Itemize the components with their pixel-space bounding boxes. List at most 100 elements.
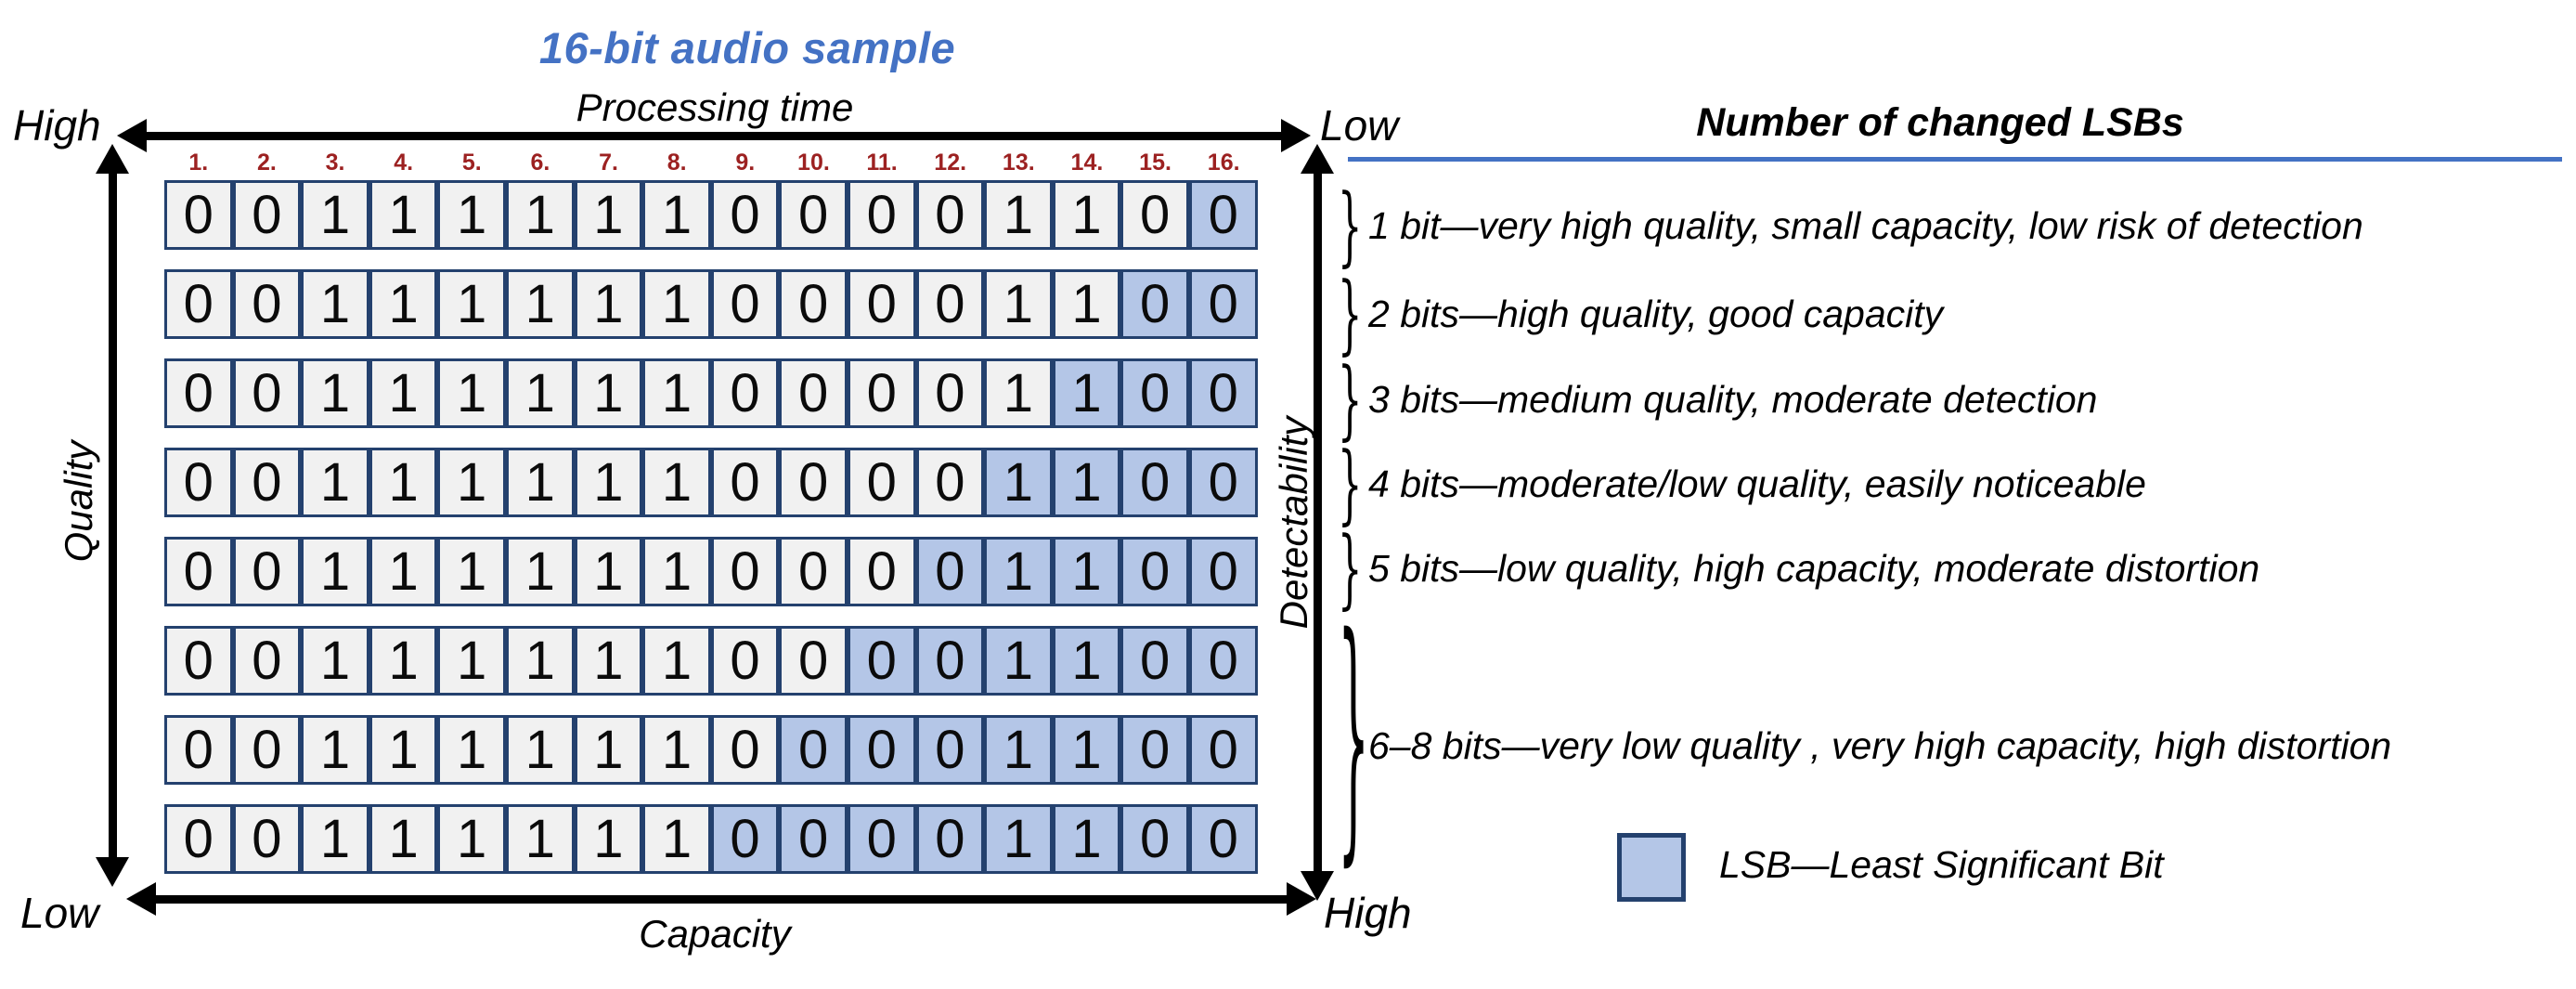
bit-cell: 0 (779, 448, 848, 517)
bit-cell: 1 (984, 448, 1053, 517)
lsb-item-text: 2 bits—high quality, good capacity (1368, 293, 1944, 335)
bit-cell: 0 (1188, 715, 1258, 785)
bit-cell: 0 (847, 269, 916, 339)
column-number: 9. (735, 150, 756, 176)
bit-cell: 0 (232, 269, 302, 339)
bit-cell: 1 (369, 804, 438, 874)
bit-cell: 1 (301, 358, 369, 428)
processing-time-axis-label: Processing time (576, 85, 854, 129)
bit-cell: 0 (915, 715, 985, 785)
bit-cell: 1 (984, 537, 1053, 606)
bit-cell: 1 (369, 448, 438, 517)
bit-cell: 0 (232, 180, 302, 250)
quality-axis-label: Quality (57, 440, 100, 563)
bit-cell: 0 (779, 537, 848, 606)
bit-cell: 0 (779, 180, 848, 250)
bit-cell: 1 (505, 180, 575, 250)
lsb-item-text: 1 bit—very high quality, small capacity,… (1368, 204, 2363, 247)
bit-cell: 0 (779, 358, 848, 428)
bit-cell: 1 (505, 715, 575, 785)
bit-cell: 1 (505, 537, 575, 606)
bit-cell: 1 (437, 358, 506, 428)
column-number: 13. (1002, 150, 1035, 176)
diagram-title: 16-bit audio sample (538, 23, 956, 72)
bit-cell: 0 (1120, 804, 1189, 874)
bit-cell: 1 (301, 180, 369, 250)
bit-cell: 1 (301, 626, 369, 696)
bit-cell: 1 (369, 180, 438, 250)
bit-cell: 1 (574, 180, 643, 250)
lsb-item-text: 5 bits—low quality, high capacity, moder… (1368, 547, 2260, 590)
bit-cell: 0 (164, 448, 233, 517)
bit-cell: 1 (574, 715, 643, 785)
bit-cell: 0 (710, 715, 780, 785)
column-number: 2. (257, 150, 277, 176)
bit-cell: 1 (437, 626, 506, 696)
bit-cell: 1 (369, 626, 438, 696)
bit-cell: 0 (1188, 269, 1258, 339)
bit-cell: 0 (915, 358, 985, 428)
lsb-item-text: 6–8 bits—very low quality , very high ca… (1368, 724, 2392, 767)
bit-cell: 0 (232, 626, 302, 696)
bit-cell: 0 (915, 626, 985, 696)
brace-icon: } (1338, 348, 1363, 449)
bit-cell: 1 (1052, 358, 1121, 428)
bit-cell: 0 (232, 358, 302, 428)
bit-cell: 1 (301, 715, 369, 785)
bit-cell: 1 (369, 537, 438, 606)
corner-label-top-left: High (13, 101, 101, 150)
bit-cell: 0 (1188, 180, 1258, 250)
bit-cell: 0 (1120, 626, 1189, 696)
bit-cell: 1 (574, 448, 643, 517)
bit-cell: 1 (437, 804, 506, 874)
bit-cell: 1 (369, 715, 438, 785)
bit-cell: 0 (779, 715, 848, 785)
bit-cell: 1 (984, 715, 1053, 785)
bit-cell: 1 (574, 537, 643, 606)
bit-cell: 1 (642, 358, 711, 428)
bit-cell: 1 (1052, 269, 1121, 339)
bit-cell: 1 (574, 804, 643, 874)
lsb-item-text: 4 bits—moderate/low quality, easily noti… (1368, 462, 2146, 505)
bit-cell: 0 (1120, 715, 1189, 785)
bit-cell: 1 (642, 715, 711, 785)
capacity-axis-label: Capacity (639, 912, 791, 956)
bit-cell: 1 (1052, 715, 1121, 785)
bit-cell: 0 (915, 448, 985, 517)
arrow-shaft (156, 894, 1287, 904)
bit-cell: 1 (505, 269, 575, 339)
bit-cell: 1 (369, 358, 438, 428)
bit-cell: 0 (710, 180, 780, 250)
bit-cell: 1 (505, 804, 575, 874)
bit-cell: 0 (915, 537, 985, 606)
bit-cell: 0 (1188, 626, 1258, 696)
panel-heading: Number of changed LSBs (1696, 100, 2184, 145)
bit-cell: 1 (984, 269, 1053, 339)
arrow-shaft (1313, 174, 1322, 871)
bit-cell: 0 (1120, 269, 1189, 339)
quality-arrow (96, 144, 129, 887)
corner-label-bottom-left: Low (20, 889, 99, 937)
column-number: 10. (797, 150, 830, 176)
column-number: 11. (866, 150, 898, 176)
bit-cell: 0 (1188, 537, 1258, 606)
bit-cell: 1 (437, 269, 506, 339)
bit-cell: 0 (1188, 804, 1258, 874)
bit-cell: 0 (164, 269, 233, 339)
bit-cell: 0 (847, 715, 916, 785)
bit-cell: 0 (164, 537, 233, 606)
bit-cell: 0 (232, 804, 302, 874)
bit-cell: 0 (1120, 180, 1189, 250)
bit-cell: 1 (369, 269, 438, 339)
bit-cell: 0 (1188, 358, 1258, 428)
bit-cell: 1 (984, 804, 1053, 874)
bit-cell: 1 (505, 626, 575, 696)
bit-cell: 0 (847, 180, 916, 250)
arrow-shaft (147, 131, 1281, 140)
